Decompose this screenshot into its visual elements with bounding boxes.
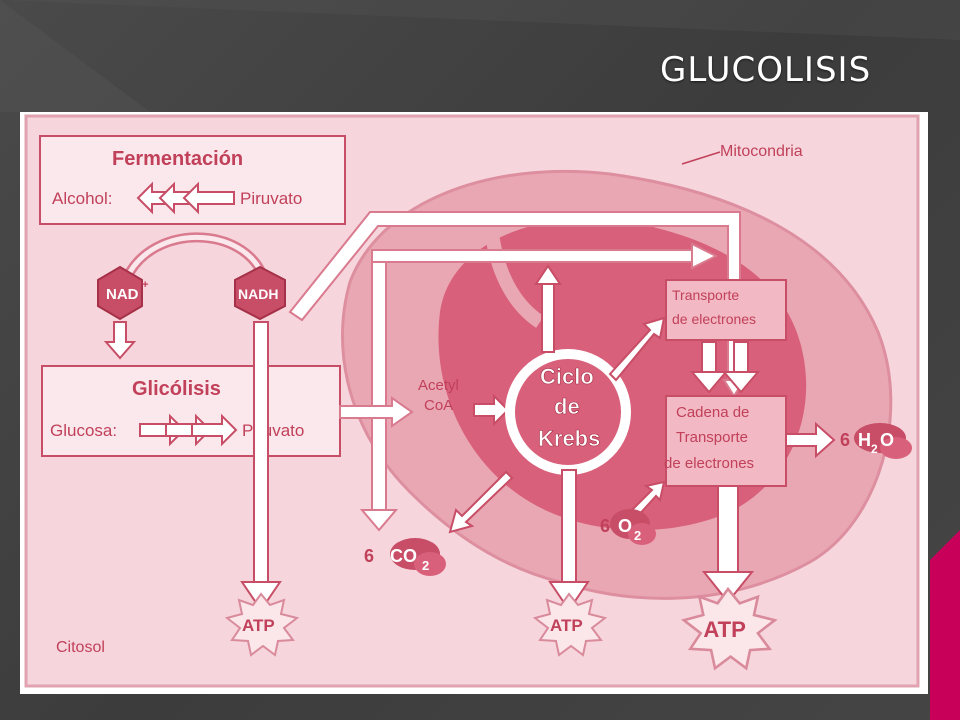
transport-to-chain-arrows bbox=[689, 341, 761, 394]
atp-chain-label: ATP bbox=[703, 617, 746, 642]
nad-plus-molecule: NAD + bbox=[97, 265, 148, 321]
glycolysis-arrows bbox=[139, 413, 238, 447]
o2-reactant: 6 O 2 bbox=[600, 509, 656, 545]
krebs-label-line2: de bbox=[554, 394, 580, 419]
atp-krebs: ATP bbox=[534, 593, 606, 656]
acetyl-label-line1: Acetyl bbox=[418, 377, 459, 394]
transport-label-line1: Transporte bbox=[672, 287, 739, 303]
chain-to-h2o-arrow bbox=[785, 421, 836, 459]
nad-plus-superscript: + bbox=[142, 279, 148, 291]
mitochondria-pointer bbox=[681, 151, 721, 165]
co2-formula: CO bbox=[390, 546, 417, 566]
slide-title: GLUCOLISIS bbox=[660, 50, 872, 90]
transport-chain-box: Cadena de Transporte de electrones bbox=[664, 395, 787, 487]
acetyl-label-line2: CoA bbox=[424, 397, 453, 414]
krebs-to-co2-arrow bbox=[448, 470, 514, 534]
h2o-oxygen: O bbox=[880, 430, 894, 450]
glycolysis-glucose-label: Glucosa: bbox=[50, 421, 117, 440]
krebs-label-line1: Ciclo bbox=[540, 364, 594, 389]
mitochondria-label: Mitocondria bbox=[720, 143, 803, 160]
krebs-to-transport-arrow bbox=[608, 316, 666, 382]
h2o-product: 6 H 2 O bbox=[840, 423, 912, 459]
nadh-molecule: NADH bbox=[234, 265, 286, 321]
electron-transport-box: Transporte de electrones bbox=[665, 279, 787, 341]
glycolysis-box: Glicólisis Glucosa: Piruvato bbox=[41, 365, 341, 457]
atp-cytosol-label: ATP bbox=[242, 616, 275, 635]
atp-cytosol: ATP bbox=[226, 593, 298, 656]
co2-product: 6 CO 2 bbox=[364, 538, 446, 576]
nad-plus-label: NAD bbox=[106, 286, 139, 303]
cytosol-label: Citosol bbox=[56, 639, 105, 656]
fermentation-arrows bbox=[136, 181, 235, 215]
chain-label-line2: Transporte bbox=[676, 429, 748, 446]
glycolysis-pyruvate-label: Piruvato bbox=[242, 421, 304, 440]
o2-formula: O bbox=[618, 516, 632, 536]
glycolysis-to-transport-arrow bbox=[359, 242, 719, 532]
o2-coefficient: 6 bbox=[600, 516, 610, 536]
co2-coefficient: 6 bbox=[364, 546, 374, 566]
h2o-coefficient: 6 bbox=[840, 430, 850, 450]
fermentation-title: Fermentación bbox=[112, 148, 243, 170]
fermentation-alcohol-label: Alcohol: bbox=[52, 189, 112, 208]
accent-shape bbox=[930, 530, 960, 720]
transport-label-line2: de electrones bbox=[672, 311, 756, 327]
o2-subscript: 2 bbox=[634, 528, 641, 543]
chain-label-line1: Cadena de bbox=[676, 404, 749, 421]
fermentation-pyruvate-label: Piruvato bbox=[240, 189, 302, 208]
krebs-label-line3: Krebs bbox=[538, 426, 600, 451]
atp-chain: ATP bbox=[682, 587, 777, 670]
h2o-hydrogen: H bbox=[858, 430, 871, 450]
atp-krebs-label: ATP bbox=[550, 616, 583, 635]
nadh-label: NADH bbox=[238, 286, 278, 302]
acetyl-to-krebs-arrow bbox=[473, 393, 510, 427]
fermentation-box: Fermentación Alcohol: Piruvato bbox=[39, 135, 346, 225]
co2-subscript: 2 bbox=[422, 558, 429, 573]
krebs-up-arrow bbox=[534, 264, 562, 353]
glycolysis-title: Glicólisis bbox=[132, 378, 221, 400]
pyruvate-to-acetyl-arrow bbox=[339, 396, 414, 428]
chain-atp-arrow bbox=[701, 485, 755, 604]
nad-to-glycolysis-arrow bbox=[103, 321, 137, 360]
chain-label-line3: de electrones bbox=[664, 455, 754, 472]
respiration-diagram: Fermentación Alcohol: Piruvato NAD + NAD… bbox=[20, 112, 928, 694]
h2o-subscript: 2 bbox=[871, 442, 878, 456]
